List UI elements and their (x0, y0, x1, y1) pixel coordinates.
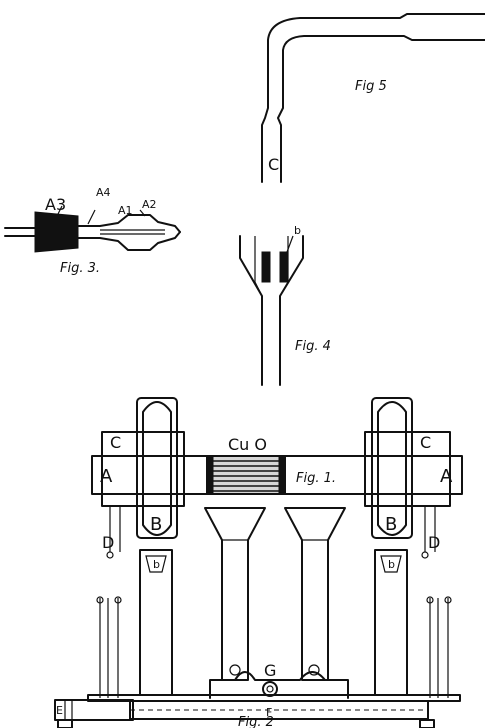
fig2-funnel-right (284, 507, 346, 681)
fig2-funnel-left (204, 507, 266, 681)
fig2-caption: Fig. 2 (238, 715, 274, 728)
fig1-caption: Fig. 1. (296, 471, 336, 486)
fig2-end-e (54, 699, 134, 721)
fig5-caption: Fig 5 (355, 79, 387, 94)
fig3-label-a4: A4 (96, 186, 111, 199)
fig4-electrode-right (279, 251, 289, 283)
fig3-label-a3: A3 (45, 195, 66, 214)
fig1-label-a-left: A (100, 466, 113, 487)
fig4-drawing: b Fig. 4 (239, 224, 331, 386)
fig4-label-b: b (294, 224, 301, 237)
fig1-label-d-right: D (428, 533, 440, 552)
fig4-caption: Fig. 4 (295, 339, 331, 354)
fig2-label-b-right: b (388, 558, 395, 571)
fig4-electrode-left (261, 251, 271, 283)
fig3-caption: Fig. 3. (60, 261, 100, 276)
fig2-base-g (209, 671, 349, 699)
fig3-drawing: A3 A4 A1 A2 Fig. 3. (4, 186, 181, 276)
fig2-drawing: b b G (54, 507, 461, 728)
fig1-label-c-left: C (110, 433, 121, 452)
fig2-label-b-left: b (153, 558, 160, 571)
fig1-label-c-right: C (420, 433, 431, 452)
fig2-label-f: F (266, 706, 272, 719)
fig5-label-c: C (268, 155, 279, 174)
fig1-label-b-right: B (385, 514, 397, 535)
fig1-label-a-right: A (440, 466, 453, 487)
fig2-label-g: G (264, 661, 276, 680)
fig5-drawing: C Fig 5 (261, 13, 485, 183)
fig1-clamp-right (364, 431, 451, 507)
fig1-drawing: Cu O A C B A C B D D Fig. 1. (91, 397, 463, 559)
fig3-label-a1: A1 (118, 204, 133, 217)
fig1-label-b-left: B (150, 514, 162, 535)
fig3-cone (34, 211, 79, 253)
fig1-cuo-fill (206, 455, 286, 495)
fig1-label-d-left: D (102, 533, 114, 552)
fig1-material-label: Cu O (228, 435, 267, 454)
fig2-label-e: E (56, 704, 63, 717)
fig3-label-a2: A2 (142, 198, 157, 211)
